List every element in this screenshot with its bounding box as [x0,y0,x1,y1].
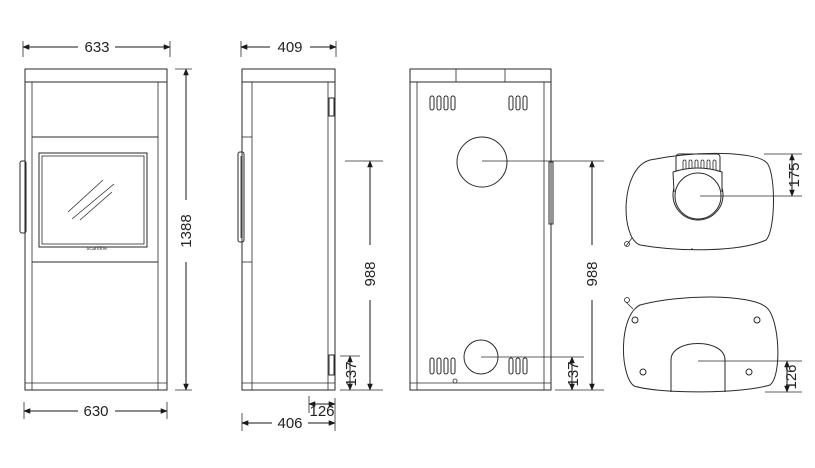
front-brand-mark: scanline [87,246,108,252]
bottom-dimensions: 126 [698,360,802,393]
bottom-feet [631,316,761,376]
dim-side-depth-top: 409 [277,39,302,56]
front-glass-door [38,152,148,248]
dim-bottom-inlet-offset: 126 [783,364,800,389]
front-view: scanline [19,68,168,391]
back-view [409,68,554,391]
dim-side-depth-bottom: 406 [277,415,302,432]
top-view [624,152,774,251]
dim-front-width-top: 633 [84,39,109,56]
front-body [24,81,168,391]
side-rear-inlet-nub [328,354,335,376]
side-rear-outlet-nub [328,97,335,117]
back-bottom-vents-right [508,357,528,375]
back-bottom-vents-left [429,357,456,375]
back-dimensions: 988 137 [481,160,604,391]
side-dimensions: 409 406 126 988 137 [240,39,383,432]
back-top-vents-right [508,95,528,111]
back-body [409,81,552,391]
side-top-plate [241,68,336,83]
dim-back-outlet-height: 988 [584,261,601,286]
bottom-air-inlet [670,343,726,392]
front-top-plate [24,68,168,83]
side-body [241,81,336,391]
bottom-view [622,296,779,393]
side-door-handle [237,151,245,243]
dim-top-outlet-offset: 175 [786,162,803,187]
dim-side-outlet-height: 988 [362,261,379,286]
top-outline [625,152,774,251]
top-dimensions: 175 [700,153,803,197]
back-top-vents-left [429,95,456,111]
dim-front-width-bottom: 630 [83,403,108,420]
bottom-outline [622,296,779,393]
dim-side-inlet-offset: 126 [309,403,334,420]
front-door-handle [19,160,27,234]
back-flue-outlet [456,136,508,188]
front-dimensions: 633 630 1388 [22,39,195,420]
side-view [237,68,336,391]
dim-back-inlet-height: 137 [565,361,582,386]
dim-side-inlet-height: 137 [343,361,360,386]
back-top-plate [409,68,552,83]
dim-front-height: 1388 [178,214,195,247]
